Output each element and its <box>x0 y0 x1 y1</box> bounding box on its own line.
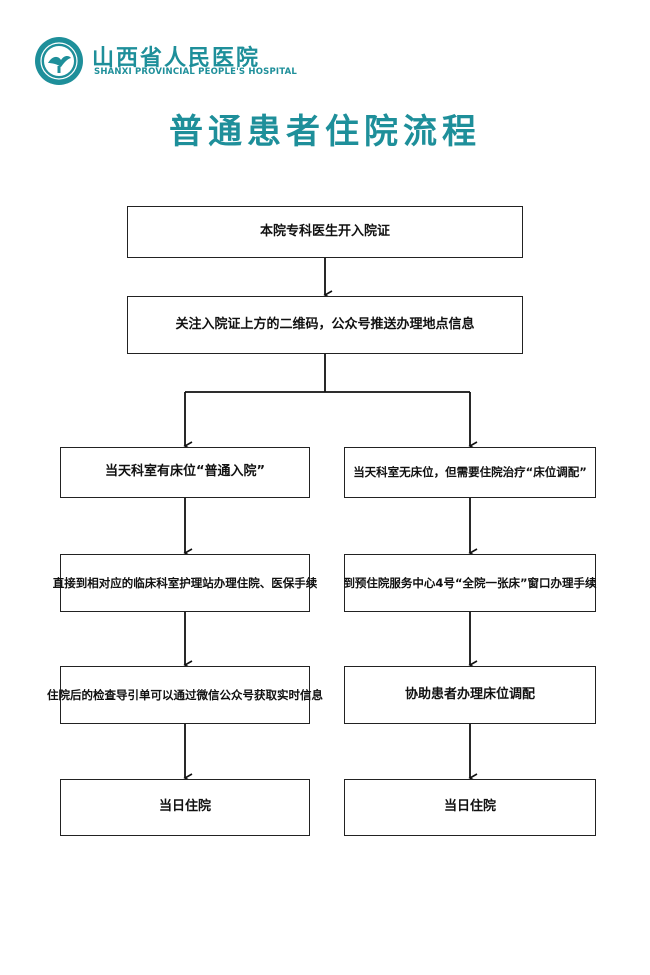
right-branch-result: 当日住院 <box>344 779 596 836</box>
step-admission-certificate: 本院专科医生开入院证 <box>127 206 523 258</box>
left-branch-condition: 当天科室有床位“普通入院” <box>60 447 310 498</box>
page-title: 普通患者住院流程 <box>169 112 481 152</box>
hospital-logo-icon <box>35 37 83 85</box>
step-scan-qr-code: 关注入院证上方的二维码，公众号推送办理地点信息 <box>127 296 523 354</box>
hospital-name-en: SHANXI PROVINCIAL PEOPLE'S HOSPITAL <box>94 67 297 77</box>
right-branch-action: 到预住院服务中心4号“全院一张床”窗口办理手续 <box>343 554 597 612</box>
left-branch-action: 直接到相对应的临床科室护理站办理住院、医保手续 <box>53 554 317 612</box>
right-branch-follow-up: 协助患者办理床位调配 <box>344 666 596 724</box>
left-branch-follow-up: 住院后的检查导引单可以通过微信公众号获取实时信息 <box>47 666 323 724</box>
hospital-name: 山西省人民医院 <box>92 46 261 71</box>
left-branch-result: 当日住院 <box>60 779 310 836</box>
right-branch-condition: 当天科室无床位，但需要住院治疗“床位调配” <box>344 447 596 498</box>
